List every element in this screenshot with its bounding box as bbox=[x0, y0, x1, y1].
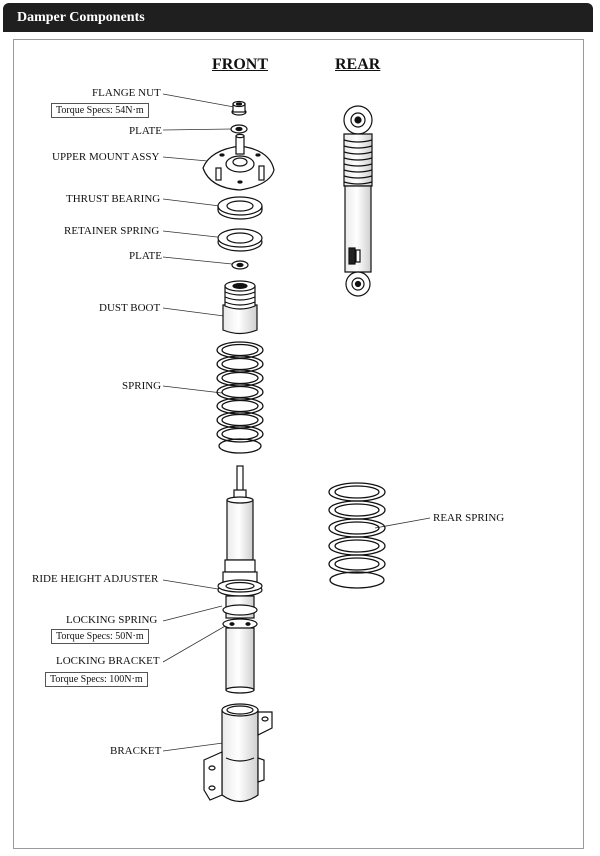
front-damper-body-part bbox=[217, 465, 263, 694]
torque-locking-spring: Torque Specs: 50N·m bbox=[51, 629, 149, 644]
torque-flange-nut: Torque Specs: 54N·m bbox=[51, 103, 149, 118]
label-spring: SPRING bbox=[122, 380, 162, 392]
label-retainer-spring: RETAINER SPRING bbox=[64, 225, 160, 237]
label-upper-mount: UPPER MOUNT ASSY bbox=[52, 151, 160, 163]
label-locking-spring: LOCKING SPRING bbox=[66, 614, 158, 626]
thrust-bearing-part bbox=[217, 196, 263, 220]
label-ride-height-adjuster: RIDE HEIGHT ADJUSTER bbox=[32, 573, 159, 585]
label-thrust-bearing: THRUST BEARING bbox=[66, 193, 161, 205]
leader-lines bbox=[162, 93, 431, 752]
upper-mount-part bbox=[202, 133, 275, 191]
plate-top-part bbox=[230, 124, 248, 134]
retainer-spring-part bbox=[217, 228, 263, 252]
label-rear-spring: REAR SPRING bbox=[433, 512, 505, 524]
label-bracket: BRACKET bbox=[110, 745, 162, 757]
label-dust-boot: DUST BOOT bbox=[99, 302, 161, 314]
flange-nut-part bbox=[231, 100, 247, 116]
rear-damper-part bbox=[343, 105, 373, 297]
rear-column-title: REAR bbox=[335, 56, 381, 73]
bracket-part bbox=[203, 703, 273, 803]
rear-spring-part bbox=[328, 482, 386, 589]
header-bar: Damper Components bbox=[3, 3, 593, 32]
label-plate-top: PLATE bbox=[129, 125, 162, 137]
page-title: Damper Components bbox=[17, 10, 145, 25]
label-flange-nut: FLANGE NUT bbox=[92, 87, 161, 99]
label-plate-lower: PLATE bbox=[129, 250, 162, 262]
plate-lower-part bbox=[231, 260, 249, 270]
diagram-frame bbox=[13, 39, 584, 849]
main-spring-part bbox=[216, 341, 264, 454]
torque-locking-bracket: Torque Specs: 100N·m bbox=[45, 672, 148, 687]
dust-boot-part bbox=[222, 280, 258, 335]
front-column-title: FRONT bbox=[212, 56, 268, 73]
label-locking-bracket: LOCKING BRACKET bbox=[56, 655, 160, 667]
